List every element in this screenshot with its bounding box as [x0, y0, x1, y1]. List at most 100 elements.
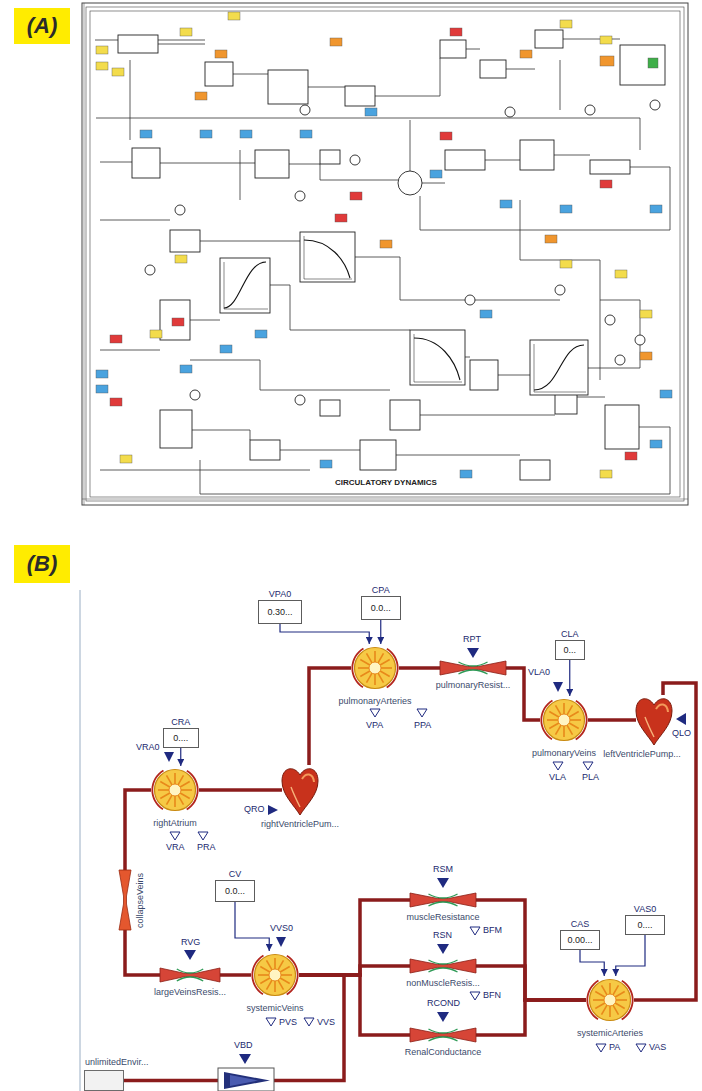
- input-port: [184, 950, 196, 960]
- circle-icon: [351, 644, 399, 692]
- vessel-connector: [399, 666, 440, 670]
- resist-icon: [428, 902, 457, 906]
- signal-wire: [190, 360, 390, 390]
- vessel-connector: [309, 668, 351, 765]
- heart-icon: [636, 695, 672, 745]
- circle-icon: [380, 660, 390, 666]
- compartment-node: rightAtrium: [151, 766, 199, 814]
- signal-wire: [100, 220, 170, 221]
- output-port: [470, 927, 480, 935]
- panel-frame: [90, 11, 680, 497]
- circle-icon: [274, 958, 276, 969]
- circle-icon: [556, 725, 562, 735]
- constant-chip: [650, 440, 662, 448]
- function-block: [255, 150, 289, 178]
- constant-chip: [175, 255, 187, 263]
- component-name: muscleResistance: [406, 912, 479, 923]
- component-name: systemicVeins: [246, 1003, 303, 1014]
- circle-icon: [278, 980, 284, 990]
- signal-wire: [192, 430, 250, 440]
- circle-icon: [267, 960, 273, 970]
- constant-chip: [110, 28, 637, 460]
- sum-junction: [145, 100, 660, 405]
- signal-name: PLA: [582, 772, 599, 783]
- signal-name: VLA0: [528, 667, 550, 678]
- output-port: [470, 992, 480, 1000]
- vessel-connector: [634, 683, 696, 1000]
- circle-icon: [367, 673, 373, 683]
- constant-chip: [172, 318, 184, 326]
- circle-icon: [586, 980, 633, 1021]
- compartment-node: systemicArteries: [586, 976, 634, 1024]
- resist-icon: [410, 959, 476, 973]
- signal-wire: [420, 167, 670, 230]
- output-port: [636, 1044, 646, 1052]
- constant-chip: [195, 92, 207, 100]
- input-port: [437, 1012, 449, 1022]
- input-port: [276, 937, 286, 947]
- constant-chip: [545, 235, 557, 243]
- sum-junction: [175, 205, 185, 215]
- output-port: [596, 1044, 606, 1052]
- constant-chip: [380, 240, 392, 248]
- resist-icon: [410, 892, 476, 908]
- circle-icon: [613, 1005, 619, 1015]
- resist-icon: [410, 958, 476, 974]
- resist-icon: [410, 1027, 476, 1043]
- signal-wire: [96, 118, 640, 150]
- resist-icon: [440, 660, 506, 676]
- panel-frame: [82, 3, 688, 505]
- circle-icon: [567, 705, 573, 715]
- panel-letter: (A): [27, 13, 58, 39]
- circle-icon: [378, 673, 384, 683]
- graph-block: [410, 330, 465, 385]
- constant-chip: [625, 452, 637, 460]
- component-name: pulmonaryResist...: [436, 680, 511, 691]
- graph-curve: [534, 344, 586, 392]
- constant-chip: [648, 58, 658, 68]
- signal-wire: [466, 49, 480, 50]
- circle-icon: [167, 775, 173, 785]
- constant-chip: [180, 365, 192, 373]
- parameter-name: CLA: [561, 629, 579, 640]
- signal-wire: [308, 87, 345, 88]
- resist-icon: [177, 969, 203, 973]
- output-port: [583, 762, 593, 770]
- vessel-connector: [199, 788, 282, 792]
- function-block: [390, 400, 420, 430]
- constant-chip: [600, 56, 614, 66]
- circle-icon: [174, 796, 176, 807]
- signal-line: [569, 660, 570, 696]
- component-name: pulmonaryVeins: [532, 748, 596, 759]
- circle-icon: [378, 653, 384, 663]
- signal-wire: [100, 162, 132, 163]
- output-port: [304, 1018, 314, 1026]
- constant-chip: [240, 130, 252, 138]
- sum-junction: [615, 355, 625, 365]
- parameter-value: 0.30...: [267, 607, 292, 618]
- circle-icon: [558, 714, 570, 726]
- constant-block: CPA0.0...: [361, 596, 401, 620]
- graph-curve: [224, 262, 268, 309]
- signal-name: QLO: [672, 728, 691, 739]
- function-block: [268, 70, 308, 104]
- parameter-value: 0.0...: [371, 603, 391, 614]
- sum-junction: [555, 285, 565, 295]
- function-block: [118, 30, 665, 480]
- circle-icon: [155, 770, 196, 811]
- circle-icon: [178, 795, 184, 805]
- function-block: [320, 400, 340, 416]
- constant-chip: [195, 38, 652, 360]
- circle-icon: [595, 1003, 605, 1009]
- signal-wire: [160, 163, 255, 164]
- parameter-value: 0....: [637, 920, 652, 931]
- circle-icon: [602, 985, 608, 995]
- resist-icon: [428, 1037, 457, 1041]
- vessel-connector: [476, 966, 586, 1000]
- input-port: [467, 648, 479, 658]
- circle-icon: [260, 967, 270, 973]
- function-block: [620, 45, 665, 85]
- circle-icon: [151, 766, 199, 814]
- circle-icon: [180, 793, 190, 799]
- graph-curve: [224, 236, 586, 392]
